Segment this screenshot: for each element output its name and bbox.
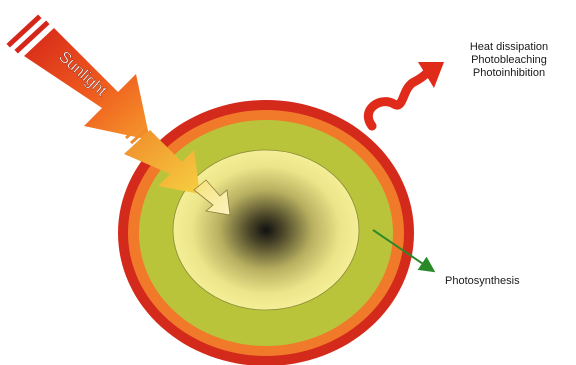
leaf-cross-section <box>118 100 414 365</box>
photoinhibition-label: Photoinhibition <box>448 67 570 80</box>
photobleaching-label: Photobleaching <box>448 54 570 67</box>
dissipation-labels: Heat dissipation Photobleaching Photoinh… <box>448 41 570 80</box>
wavy-heat-arrow <box>368 62 444 126</box>
inner-yellow-disc <box>173 150 359 310</box>
photosynthesis-label: Photosynthesis <box>445 275 520 288</box>
heat-dissipation-label: Heat dissipation <box>448 41 570 54</box>
